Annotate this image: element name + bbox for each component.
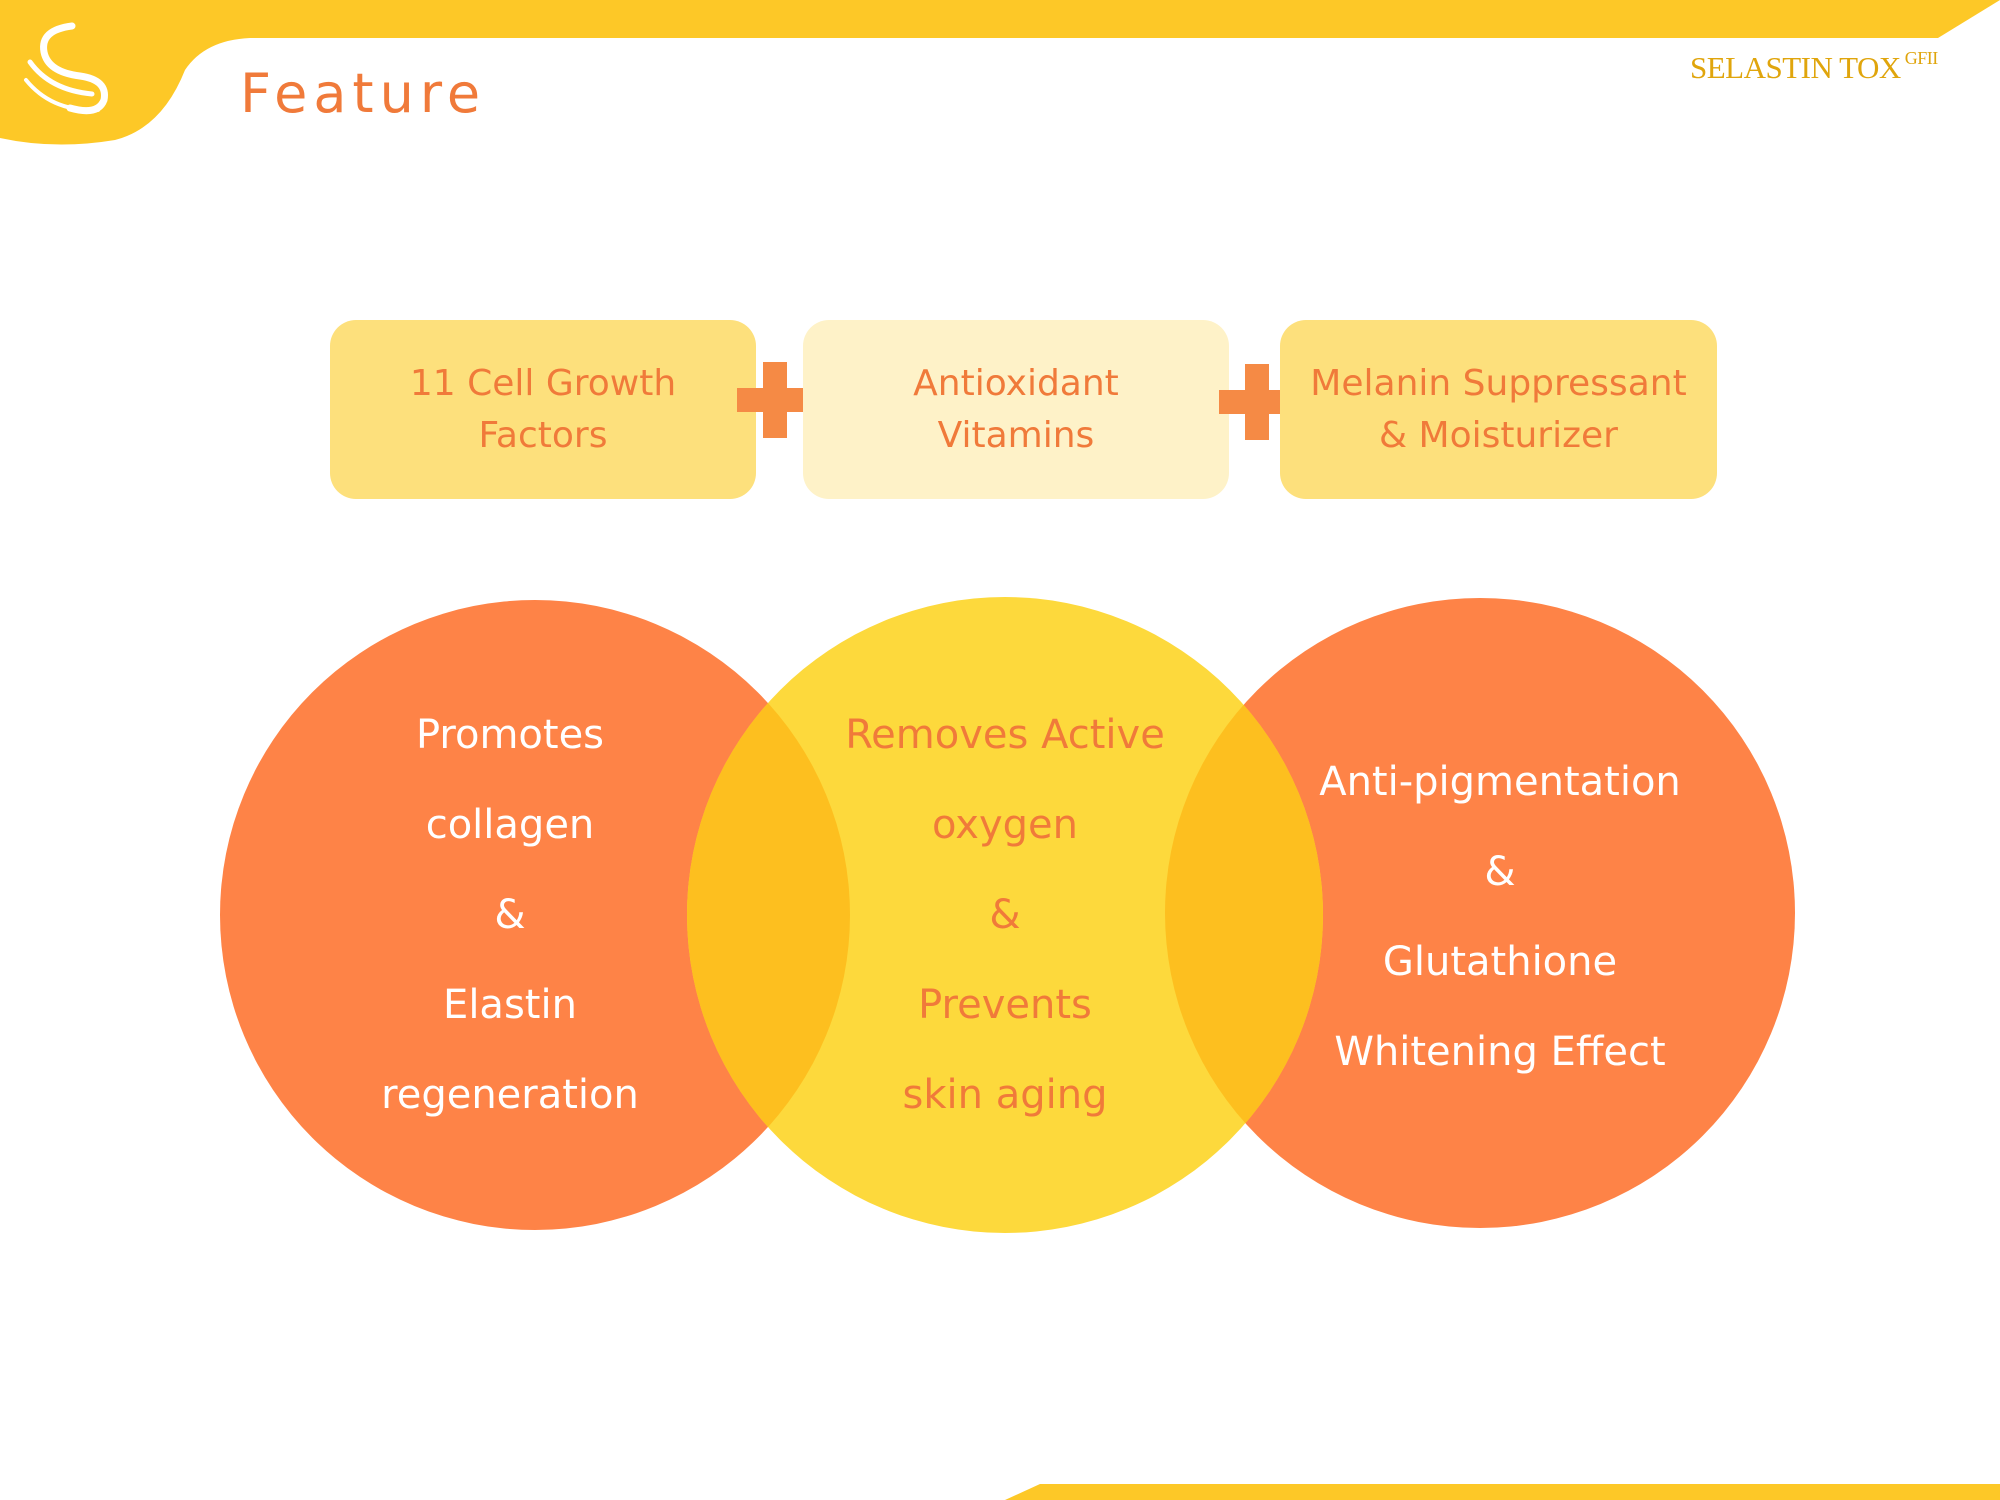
effect-line: Prevents bbox=[918, 982, 1092, 1028]
venn-circle-middle bbox=[687, 597, 1323, 1233]
effect-line: collagen bbox=[425, 802, 595, 848]
effect-line: oxygen bbox=[932, 802, 1078, 848]
effect-line: Removes Active bbox=[845, 712, 1165, 758]
corner-blob bbox=[0, 0, 250, 145]
venn-diagram bbox=[220, 597, 1795, 1233]
effect-line: Promotes bbox=[415, 712, 605, 758]
effect-text-middle: Removes Active oxygen & Prevents skin ag… bbox=[780, 690, 1230, 1140]
effect-text-left: Promotes collagen & Elastin regeneration bbox=[300, 690, 720, 1140]
page-title: Feature bbox=[240, 62, 487, 125]
top-accent-band bbox=[0, 0, 2000, 38]
effect-line: & bbox=[1484, 849, 1516, 895]
swan-logo-icon bbox=[24, 22, 108, 115]
ingredient-box-antioxidant: Antioxidant Vitamins bbox=[803, 320, 1229, 499]
effect-line: Glutathione bbox=[1382, 939, 1618, 985]
effect-line: regeneration bbox=[381, 1072, 639, 1118]
effect-line: Whitening Effect bbox=[1334, 1029, 1666, 1075]
venn-circle-right bbox=[1165, 598, 1795, 1228]
bottom-accent-band bbox=[1005, 1484, 2000, 1500]
ingredient-label: 11 Cell Growth Factors bbox=[409, 362, 677, 456]
ingredient-label: Antioxidant Vitamins bbox=[913, 362, 1119, 456]
effect-line: Anti-pigmentation bbox=[1319, 759, 1681, 805]
effect-text-right: Anti-pigmentation & Glutathione Whitenin… bbox=[1275, 737, 1725, 1097]
venn-circle-left bbox=[220, 600, 850, 1230]
effect-line: Elastin bbox=[443, 982, 577, 1028]
effect-line: & bbox=[494, 892, 526, 938]
effect-line: skin aging bbox=[902, 1072, 1108, 1118]
brand-name: SELASTIN TOX bbox=[1690, 50, 1901, 85]
brand-superscript: GFII bbox=[1904, 48, 1939, 68]
ingredient-label: Melanin Suppressant & Moisturizer bbox=[1310, 362, 1687, 456]
effect-line: & bbox=[989, 892, 1021, 938]
ingredient-box-melanin: Melanin Suppressant & Moisturizer bbox=[1280, 320, 1717, 499]
plus-icon bbox=[737, 362, 813, 438]
ingredient-box-growth-factors: 11 Cell Growth Factors bbox=[330, 320, 756, 499]
